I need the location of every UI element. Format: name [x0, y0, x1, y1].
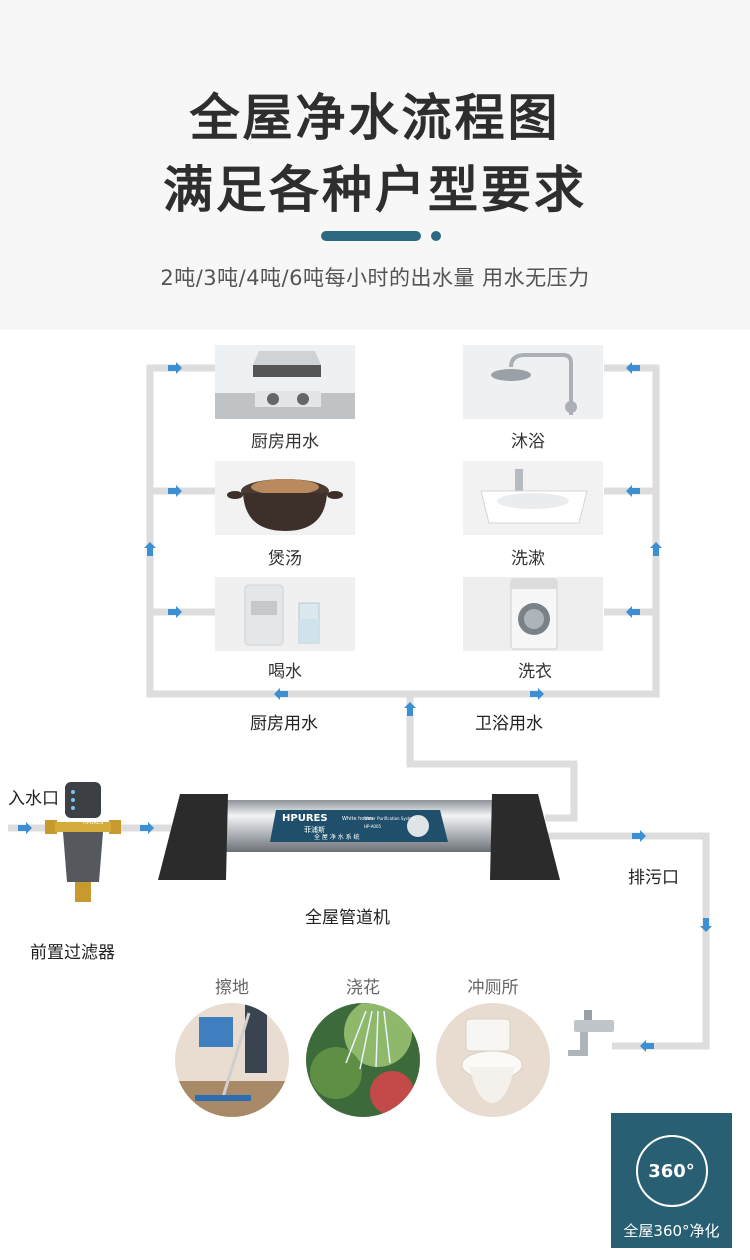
bath-item-label: 洗漱 — [511, 549, 545, 569]
kitchen-branch-label: 厨房用水 — [250, 714, 318, 734]
bath-item-label: 洗衣 — [518, 662, 552, 682]
toilet-icon — [436, 1003, 550, 1117]
badge-number: 360° — [648, 1161, 695, 1182]
washing-machine-icon — [463, 577, 603, 651]
wash-basin-icon — [463, 461, 603, 535]
inlet-label: 入水口 — [8, 789, 59, 809]
use-toilet — [436, 1003, 550, 1117]
prefilter-device: HPURES — [45, 782, 121, 902]
range-hood-stove-icon — [215, 345, 355, 419]
unit-brand: HPURES — [282, 813, 328, 824]
prefilter-label: 前置过滤器 — [30, 943, 115, 963]
drain-label: 排污口 — [628, 868, 679, 888]
badge-text: 全屋360°净化 — [623, 1222, 720, 1240]
card-kitchen — [215, 345, 355, 419]
page-subtitle: 2吨/3吨/4吨/6吨每小时的出水量 用水无压力 — [160, 266, 590, 290]
card-shower — [463, 345, 603, 419]
prefilter-brand: HPURES — [83, 820, 103, 826]
main-purifier-unit: HPURES 菲浦斯 White house Water Purificatio… — [158, 794, 560, 880]
use-label: 擦地 — [215, 978, 249, 998]
water-dispenser-icon — [215, 577, 355, 651]
unit-system-cn: 全 屋 净 水 系 统 — [314, 833, 360, 841]
use-mop-floor — [175, 1003, 289, 1117]
mop-floor-icon — [175, 1003, 289, 1117]
kitchen-item-label: 厨房用水 — [251, 432, 319, 452]
bath-item-label: 沐浴 — [511, 432, 545, 452]
page-title-line2: 满足各种户型要求 — [163, 161, 587, 219]
kitchen-item-label: 煲汤 — [268, 549, 302, 569]
kitchen-item-label: 喝水 — [268, 662, 302, 682]
faucet-icon — [568, 1010, 614, 1056]
watering-plants-icon — [306, 1003, 420, 1117]
card-drinking — [215, 577, 355, 651]
card-soup — [215, 461, 355, 535]
unit-brand-cn: 菲浦斯 — [304, 825, 325, 834]
drain-pipe — [545, 832, 710, 1050]
card-laundry — [463, 577, 603, 651]
rotation-360-icon — [636, 1135, 708, 1207]
use-label: 冲厕所 — [467, 978, 519, 998]
clay-pot-icon — [215, 461, 355, 535]
use-label: 浇花 — [346, 978, 380, 998]
page-title: 全屋净水流程图 — [189, 89, 561, 147]
main-unit-label: 全屋管道机 — [305, 908, 390, 928]
card-wash-basin — [463, 461, 603, 535]
shower-head-icon — [463, 345, 603, 419]
unit-series: White house — [342, 816, 373, 822]
use-watering — [306, 1003, 420, 1117]
decorative-dot — [431, 231, 441, 241]
unit-model: HP-A005 — [364, 824, 382, 829]
unit-system-en: Water Purification System — [364, 816, 416, 821]
bathroom-branch-label: 卫浴用水 — [475, 714, 543, 734]
header-section — [0, 0, 750, 330]
decorative-bar — [321, 231, 421, 241]
purification-360-badge: 360° 全屋360°净化 — [611, 1113, 732, 1248]
riser-pipe — [406, 694, 578, 822]
